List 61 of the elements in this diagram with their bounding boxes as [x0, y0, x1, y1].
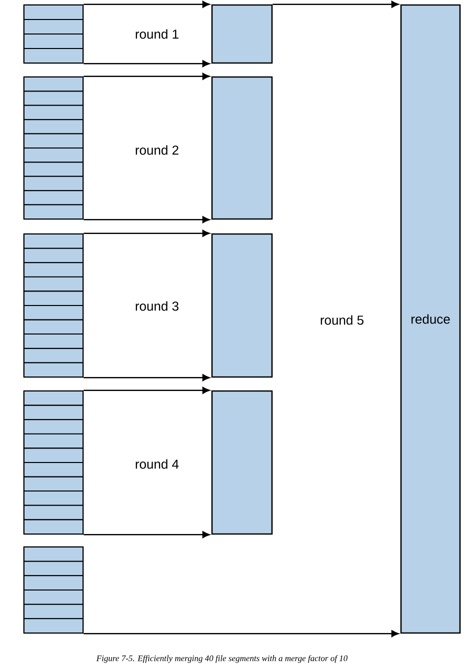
merged-file-box	[211, 76, 273, 220]
arrow	[84, 386, 210, 394]
file-segment	[24, 604, 84, 620]
file-segment	[24, 519, 84, 535]
file-segment	[24, 546, 84, 562]
file-segment	[24, 590, 84, 605]
figure-caption: Figure 7-5. Efficiently merging 40 file segments with a merge factor of 10	[96, 655, 348, 663]
merged-file-box	[211, 233, 273, 378]
file-segment	[24, 362, 84, 378]
file-segment	[24, 19, 84, 35]
file-segment	[24, 462, 84, 478]
file-segment	[24, 390, 84, 406]
merged-file-box	[211, 4, 273, 64]
file-segment	[24, 133, 84, 148]
merged-file-box	[211, 390, 273, 535]
file-segment	[24, 90, 84, 106]
file-segment	[24, 48, 84, 64]
file-segment	[24, 433, 84, 449]
file-segment	[24, 162, 84, 177]
file-segment	[24, 119, 84, 134]
file-segment	[24, 504, 84, 520]
round-label: round 1	[136, 29, 178, 39]
arrow	[84, 72, 210, 80]
file-segment	[24, 76, 84, 92]
file-segment	[24, 575, 84, 590]
file-segment	[24, 204, 84, 220]
file-segment	[24, 290, 84, 306]
file-segment	[24, 276, 84, 292]
file-segment	[24, 148, 84, 163]
file-segment	[24, 262, 84, 278]
file-segment	[24, 419, 84, 434]
arrow	[272, 0, 399, 8]
arrow	[84, 216, 210, 224]
file-segment	[24, 560, 84, 576]
file-segment	[24, 176, 84, 192]
arrow	[84, 230, 210, 237]
file-segment	[24, 476, 84, 492]
file-segment	[24, 304, 84, 320]
round-label: round 5	[320, 315, 364, 325]
file-segment	[24, 348, 84, 364]
file-segment	[24, 618, 84, 634]
file-segment	[24, 104, 84, 120]
file-segment	[24, 319, 84, 335]
file-segment	[24, 490, 84, 506]
file-segment	[24, 404, 84, 420]
reduce-box: reduce	[400, 4, 461, 634]
arrow	[84, 374, 210, 382]
arrow	[84, 60, 210, 68]
arrow	[84, 0, 210, 8]
file-segment	[24, 4, 84, 20]
file-segment	[24, 190, 84, 206]
file-segment	[24, 448, 84, 464]
file-segment	[24, 248, 84, 264]
round-label: round 4	[136, 459, 179, 469]
file-segment	[24, 234, 84, 249]
round-label: round 2	[136, 145, 178, 155]
file-segment	[24, 33, 84, 49]
arrow	[84, 630, 399, 638]
round-label: round 3	[136, 301, 178, 311]
file-segment	[24, 334, 84, 349]
arrow	[84, 531, 210, 538]
